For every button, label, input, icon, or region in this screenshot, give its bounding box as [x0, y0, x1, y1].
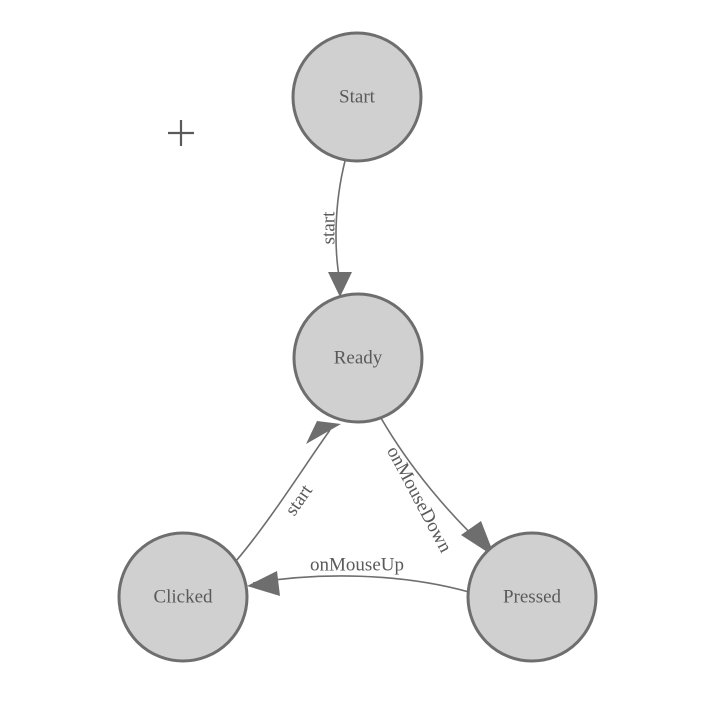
node-ready[interactable]: Ready: [292, 292, 424, 424]
edge-clicked-to-ready-arrowhead: [306, 421, 341, 444]
node-clicked[interactable]: Clicked: [117, 531, 249, 663]
node-start[interactable]: Start: [291, 31, 423, 163]
node-start-circle[interactable]: [291, 31, 423, 163]
edge-label-ready-to-pressed: onMouseDown: [382, 443, 456, 557]
edge-pressed-to-clicked-arrowhead: [247, 571, 280, 596]
edge-start-to-ready-arrowhead: [328, 272, 352, 297]
edge-label-start-to-ready: start: [318, 211, 339, 244]
node-pressed-circle[interactable]: [466, 531, 598, 663]
edge-ready-to-pressed[interactable]: onMouseDown: [380, 417, 495, 557]
node-start-label: Start: [339, 86, 376, 107]
edge-start-to-ready[interactable]: start: [318, 160, 352, 297]
edge-pressed-to-clicked-path: [252, 575, 470, 593]
node-ready-label: Ready: [334, 347, 383, 368]
node-clicked-circle[interactable]: [117, 531, 249, 663]
edge-clicked-to-ready[interactable]: start: [235, 421, 341, 562]
node-clicked-label: Clicked: [153, 586, 213, 607]
node-ready-circle[interactable]: [292, 292, 424, 424]
edge-pressed-to-clicked[interactable]: onMouseUp: [247, 554, 470, 596]
edge-clicked-to-ready-path: [235, 429, 331, 562]
plus-marker[interactable]: [168, 120, 194, 146]
edge-start-to-ready-path: [335, 160, 346, 283]
node-pressed[interactable]: Pressed: [466, 531, 598, 663]
edge-ready-to-pressed-arrowhead: [461, 521, 495, 557]
edge-label-clicked-to-ready: start: [281, 480, 317, 519]
edge-label-pressed-to-clicked: onMouseUp: [310, 554, 404, 575]
node-pressed-label: Pressed: [503, 586, 562, 607]
